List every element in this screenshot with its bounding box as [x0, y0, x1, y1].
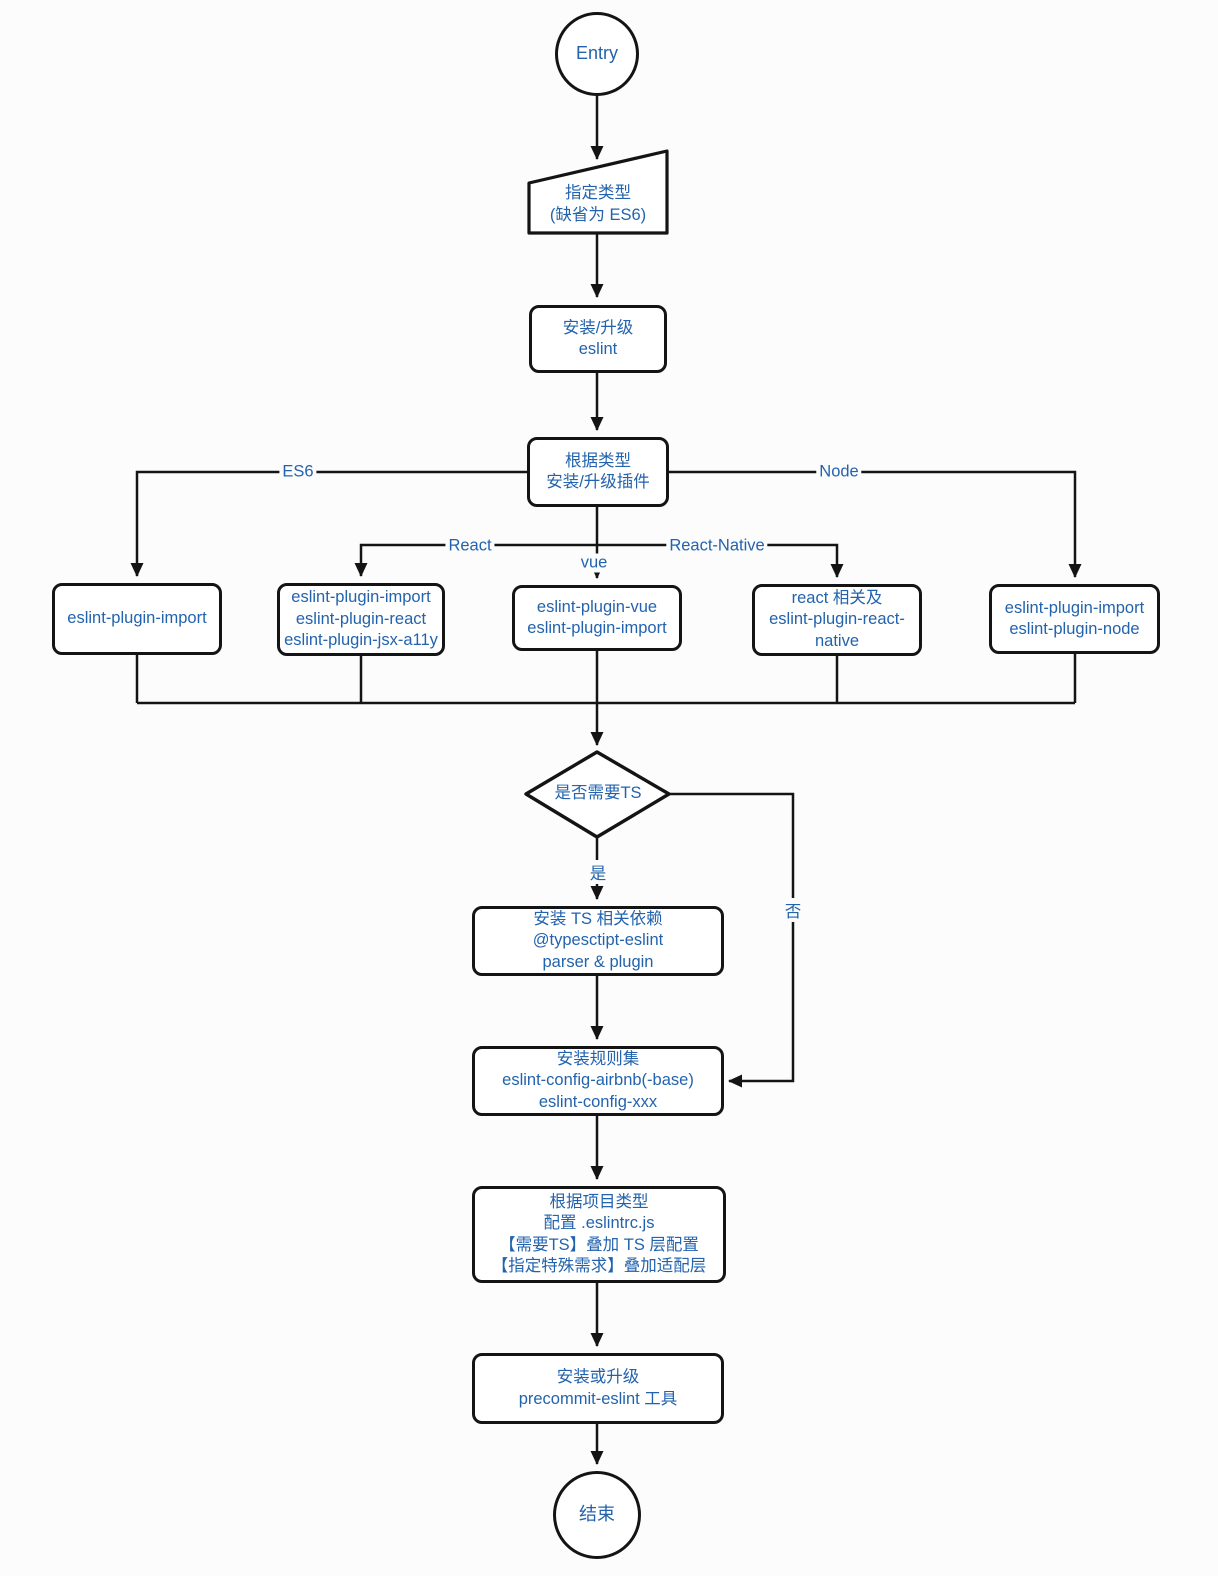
- plugin-node-line: eslint-plugin-import: [1004, 598, 1145, 617]
- edge-label-node: Node: [816, 462, 862, 482]
- edge-no: [670, 792, 795, 1088]
- plugin-react-native-line: react 相关及: [791, 588, 883, 607]
- edge-react: [354, 543, 597, 577]
- edge-label-react-native: React-Native: [666, 536, 768, 556]
- merge-rail: [135, 654, 1077, 705]
- install-plugins-line: 根据类型: [565, 451, 631, 470]
- edge-label-vue: vue: [577, 553, 611, 573]
- specify-type-line: (缺省为 ES6): [549, 205, 647, 224]
- configure-line: 根据项目类型: [549, 1192, 649, 1211]
- plugin-vue-line: eslint-plugin-vue: [536, 597, 658, 616]
- plugin-node-node: eslint-plugin-import eslint-plugin-node: [989, 584, 1160, 654]
- install-eslint-line: 安装/升级: [562, 318, 634, 337]
- precommit-line: 安装或升级: [556, 1368, 640, 1386]
- plugin-node-line: eslint-plugin-node: [1009, 620, 1140, 638]
- plugin-react-native-node: react 相关及 eslint-plugin-react- native: [752, 584, 922, 656]
- configure-line: 【需要TS】叠加 TS 层配置: [499, 1235, 699, 1254]
- ruleset-line: eslint-config-airbnb(-base): [502, 1071, 694, 1090]
- edge-label-react: React: [445, 536, 495, 556]
- configure-line: 配置 .eslintrc.js: [543, 1214, 655, 1232]
- install-plugins-node: 根据类型 安装/升级插件: [527, 437, 669, 507]
- end-label: 结束: [579, 1504, 615, 1525]
- install-eslint-node: 安装/升级 eslint: [529, 305, 667, 373]
- entry-node: Entry: [555, 12, 639, 96]
- ruleset-line: eslint-config-xxx: [538, 1092, 658, 1111]
- plugin-react-line: eslint-plugin-jsx-a11y: [284, 631, 438, 650]
- edge-label-es6: ES6: [279, 462, 317, 482]
- configure-line: 【指定特殊需求】叠加适配层: [491, 1257, 707, 1275]
- install-plugins-line: 安装/升级插件: [546, 473, 650, 491]
- specify-type-node: 指定类型 (缺省为 ES6): [529, 178, 667, 231]
- specify-type-shape: [527, 149, 669, 235]
- plugin-react-line: eslint-plugin-import: [291, 588, 431, 607]
- plugin-react-native-line: eslint-plugin-react-: [769, 610, 905, 629]
- edge-node: [669, 470, 1082, 578]
- specify-type-line: 指定类型: [565, 184, 631, 202]
- edge-es6: [130, 470, 529, 577]
- need-ts-label: 是否需要TS: [554, 784, 642, 803]
- plugin-vue-node: eslint-plugin-vue eslint-plugin-import: [512, 585, 682, 651]
- precommit-line: precommit-eslint 工具: [518, 1389, 678, 1408]
- need-ts-decision: 是否需要TS: [527, 780, 669, 808]
- entry-label: Entry: [575, 43, 618, 64]
- end-node: 结束: [553, 1471, 641, 1559]
- plugin-react-native-line: native: [814, 631, 860, 650]
- ts-deps-line: 安装 TS 相关依赖: [533, 909, 663, 928]
- plugin-react-node: eslint-plugin-import eslint-plugin-react…: [277, 583, 445, 656]
- plugin-es6-line: eslint-plugin-import: [67, 609, 207, 628]
- ruleset-node: 安装规则集 eslint-config-airbnb(-base) eslint…: [472, 1046, 724, 1116]
- install-eslint-line: eslint: [578, 340, 618, 358]
- precommit-node: 安装或升级 precommit-eslint 工具: [472, 1353, 724, 1424]
- ts-deps-node: 安装 TS 相关依赖 @typesctipt-eslint parser & p…: [472, 906, 724, 976]
- ts-deps-line: parser & plugin: [542, 952, 654, 971]
- plugin-vue-line: eslint-plugin-import: [527, 619, 667, 637]
- edge-label-no: 否: [781, 898, 805, 922]
- ts-deps-line: @typesctipt-eslint: [532, 931, 664, 950]
- plugin-react-line: eslint-plugin-react: [295, 609, 427, 628]
- configure-node: 根据项目类型 配置 .eslintrc.js 【需要TS】叠加 TS 层配置 【…: [472, 1186, 726, 1283]
- need-ts-shape: [524, 750, 671, 839]
- plugin-es6-node: eslint-plugin-import: [52, 583, 222, 655]
- edge-label-yes: 是: [586, 860, 610, 884]
- ruleset-line: 安装规则集: [556, 1049, 640, 1068]
